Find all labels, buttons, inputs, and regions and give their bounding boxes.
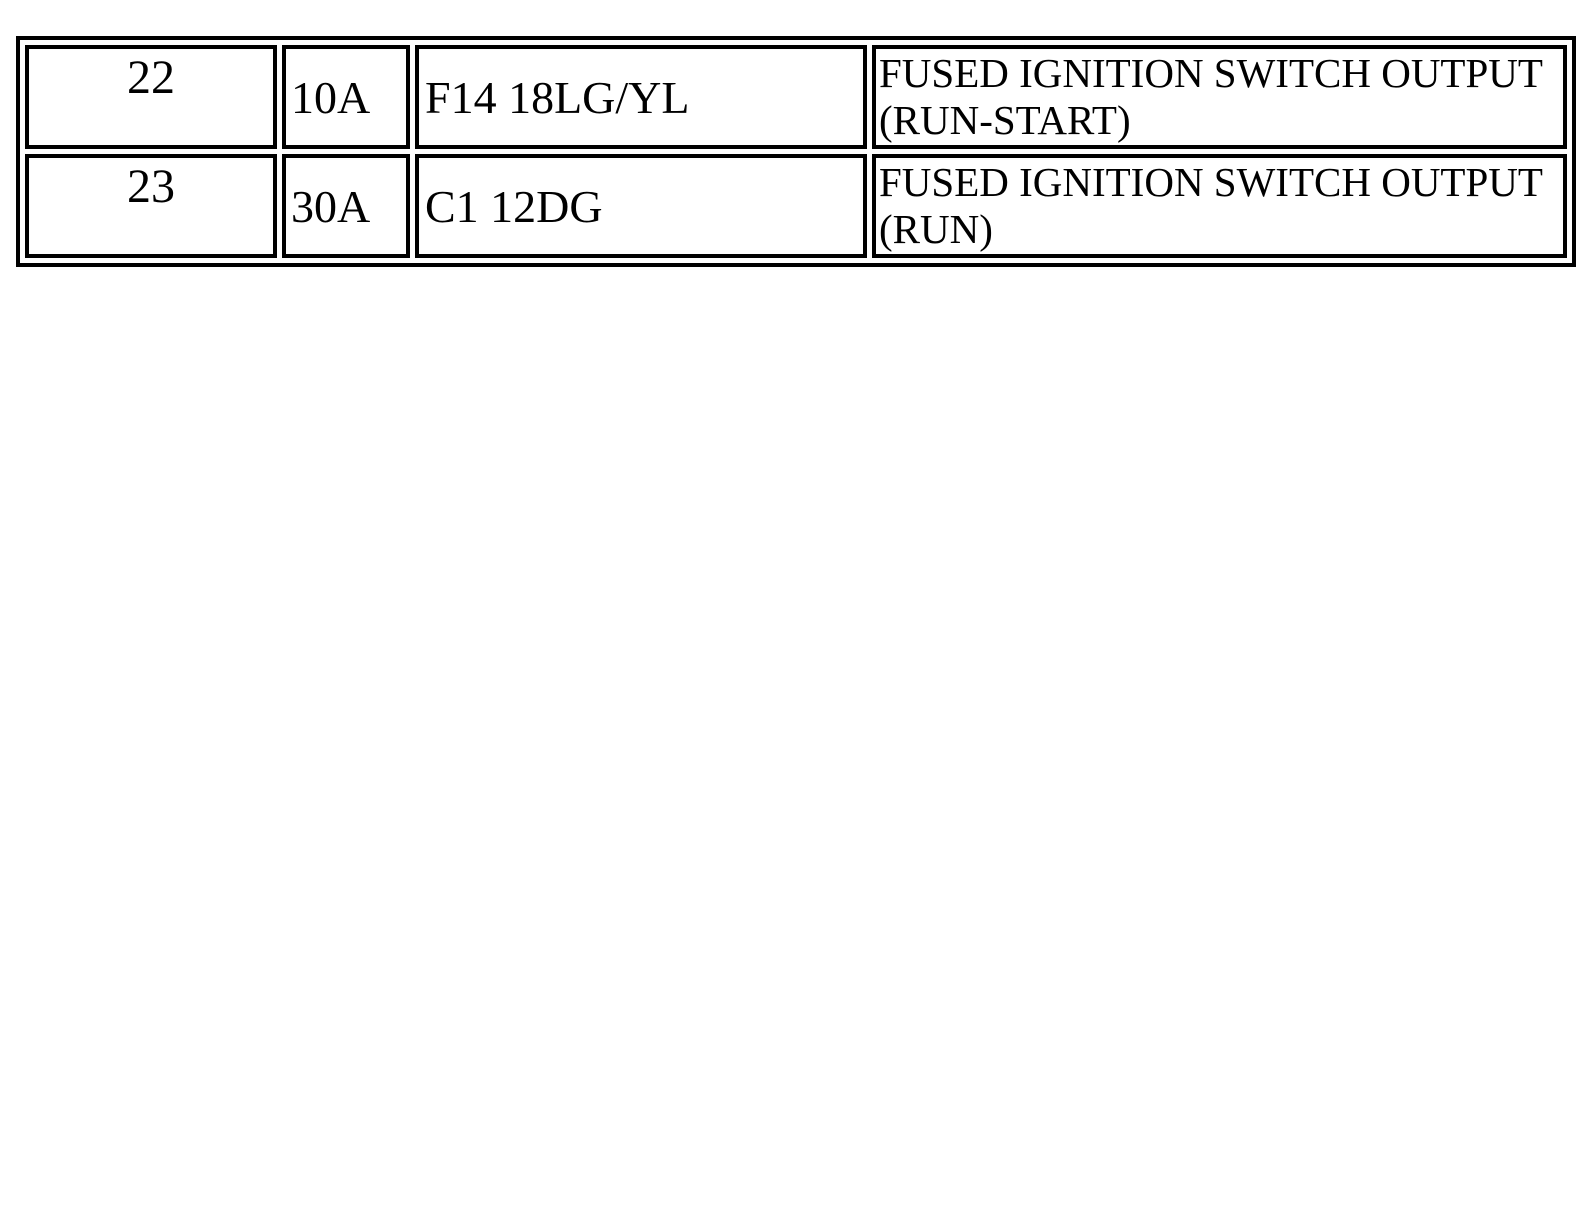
fuse-number-cell: 22 <box>25 45 277 149</box>
fuse-number: 23 <box>127 160 175 213</box>
amperage-cell: 30A <box>282 154 410 258</box>
function-line-1: FUSED IGNITION SWITCH OUTPUT <box>879 50 1543 96</box>
table-row: 23 30A C1 12DG FUSED IGNITION SWITCH OUT… <box>25 154 1567 258</box>
function-cell: FUSED IGNITION SWITCH OUTPUT (RUN) <box>872 154 1567 258</box>
amperage-cell: 10A <box>282 45 410 149</box>
circuit-cell: C1 12DG <box>415 154 867 258</box>
fuse-table: 22 10A F14 18LG/YL FUSED IGNITION SWITCH… <box>16 36 1576 267</box>
circuit-code: C1 12DG <box>425 180 603 232</box>
function-line-2: (RUN) <box>879 206 993 252</box>
table-row: 22 10A F14 18LG/YL FUSED IGNITION SWITCH… <box>25 45 1567 149</box>
fuse-number: 22 <box>127 51 175 104</box>
circuit-cell: F14 18LG/YL <box>415 45 867 149</box>
document-page: 22 10A F14 18LG/YL FUSED IGNITION SWITCH… <box>0 36 1596 267</box>
circuit-code: F14 18LG/YL <box>425 71 690 123</box>
amperage-value: 10A <box>291 71 371 123</box>
fuse-number-cell: 23 <box>25 154 277 258</box>
function-line-2: (RUN-START) <box>879 97 1131 143</box>
amperage-value: 30A <box>291 180 371 232</box>
function-cell: FUSED IGNITION SWITCH OUTPUT (RUN-START) <box>872 45 1567 149</box>
function-line-1: FUSED IGNITION SWITCH OUTPUT <box>879 159 1543 205</box>
